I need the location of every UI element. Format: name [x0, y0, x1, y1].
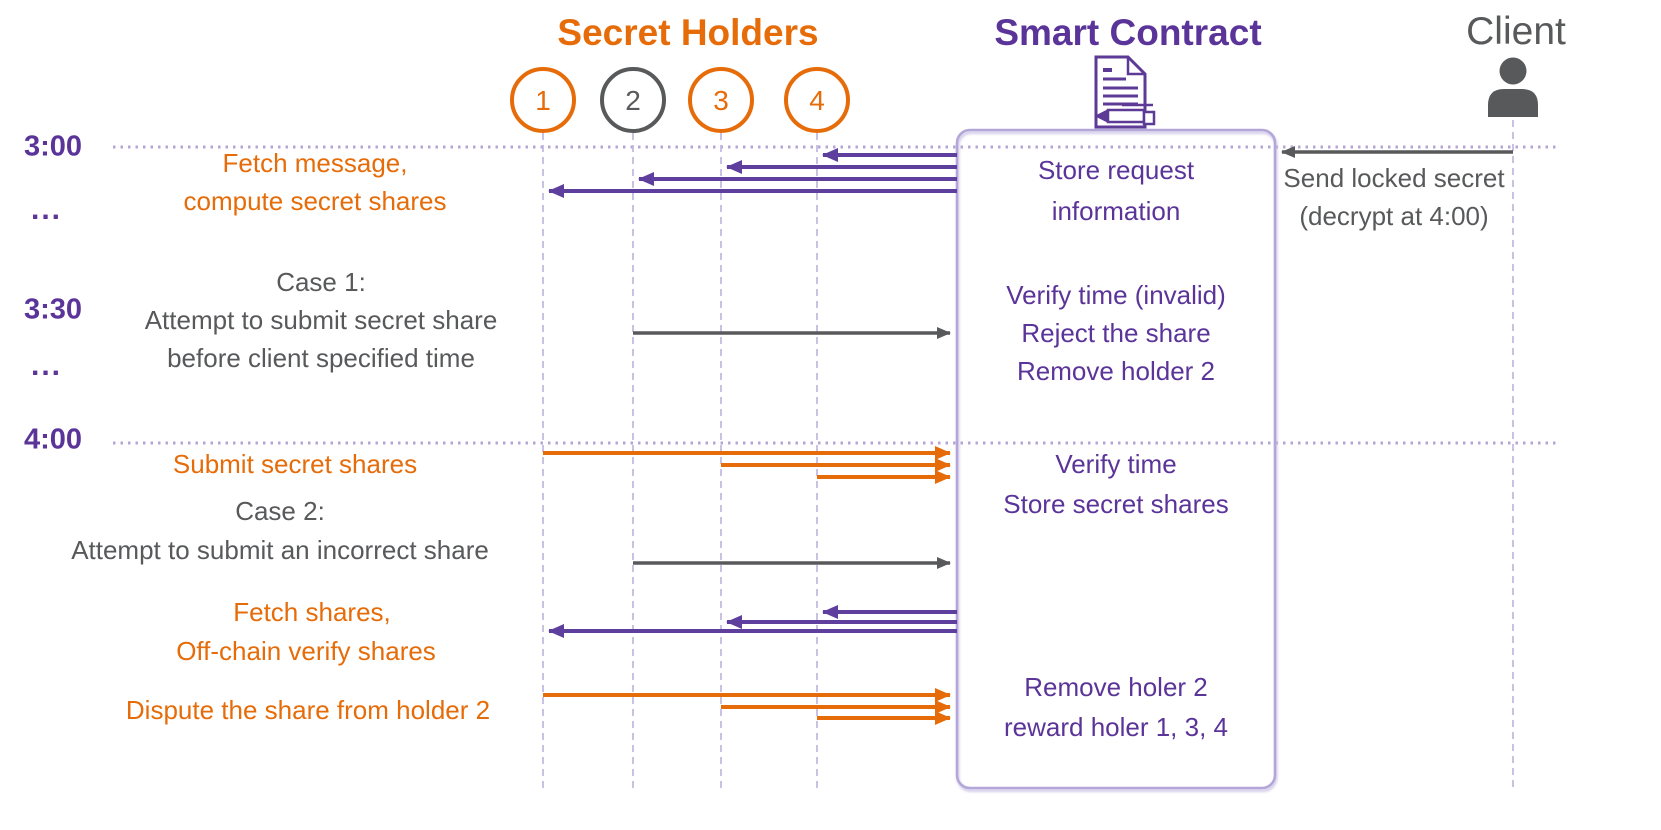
- verify-invalid-label-line1: Verify time (invalid): [1006, 280, 1226, 310]
- verify-invalid-label-line2: Reject the share: [1021, 318, 1211, 348]
- remove-reward-label-line1: Remove holer 2: [1024, 672, 1208, 702]
- time-gap-dots-2: ...: [31, 349, 63, 382]
- fetch-shares-label-line2: Off-chain verify shares: [176, 636, 436, 666]
- time-gap-dots-1: ...: [31, 193, 63, 226]
- case2-label-line1: Case 2:: [235, 496, 325, 526]
- secret-holders-title: Secret Holders: [557, 12, 819, 53]
- store-request-label-line1: Store request: [1037, 155, 1195, 185]
- case1-label-line2: Attempt to submit secret share: [144, 305, 498, 335]
- dispute-label: Dispute the share from holder 2: [125, 695, 491, 725]
- person-icon: [1488, 57, 1538, 117]
- smart-contract-title: Smart Contract: [994, 12, 1262, 53]
- holder-1-number: 1: [535, 85, 551, 116]
- fetch-shares-label-line1: Fetch shares,: [233, 597, 391, 627]
- send-locked-secret-label-line1: Send locked secret: [1283, 163, 1505, 193]
- holder-3-number: 3: [713, 85, 729, 116]
- time-label-330: 3:30: [24, 293, 83, 326]
- contract-document-icon: [1094, 55, 1156, 129]
- send-locked-secret-label-line2: (decrypt at 4:00): [1299, 201, 1489, 231]
- holder-4-badge: 4: [784, 67, 850, 133]
- submit-shares-label: Submit secret shares: [172, 449, 418, 479]
- verify-store-label-line2: Store secret shares: [1003, 489, 1229, 519]
- time-label-300: 3:00: [24, 130, 83, 163]
- holder-2-badge: 2: [600, 67, 666, 133]
- remove-reward-label-line2: reward holer 1, 3, 4: [1003, 712, 1229, 742]
- holder-4-number: 4: [809, 85, 825, 116]
- fetch-message-label-line1: Fetch message,: [222, 148, 408, 178]
- client-title: Client: [1466, 10, 1566, 53]
- time-label-400: 4:00: [24, 423, 83, 456]
- holder-2-number: 2: [625, 85, 641, 116]
- verify-store-label-line1: Verify time: [1055, 449, 1177, 479]
- case1-label-line3: before client specified time: [167, 343, 475, 373]
- holder-1-badge: 1: [510, 67, 576, 133]
- case1-label-line1: Case 1:: [276, 267, 366, 297]
- smart-contract-box: [955, 128, 1277, 790]
- fetch-message-label-line2: compute secret shares: [183, 186, 447, 216]
- holder-3-badge: 3: [688, 67, 754, 133]
- verify-invalid-label-line3: Remove holder 2: [1017, 356, 1215, 386]
- store-request-label-line2: information: [1051, 196, 1181, 226]
- case2-label-line2: Attempt to submit an incorrect share: [71, 535, 489, 565]
